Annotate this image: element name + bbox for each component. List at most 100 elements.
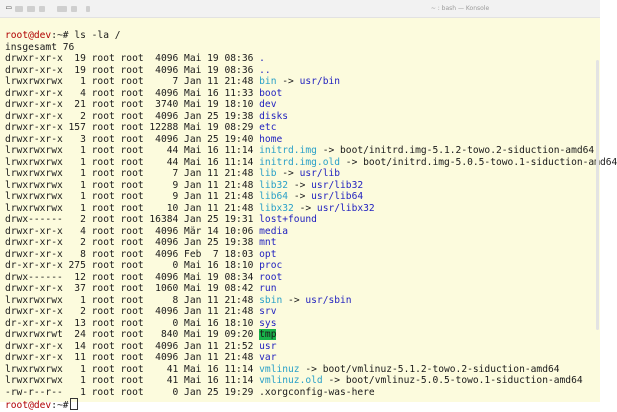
listing: drwxr-xr-x 19 root root 4096 Mai 19 08:3… — [5, 53, 617, 399]
entry-meta: drwxr-xr-x 3 root root 4096 Jan 25 19:40 — [5, 133, 260, 145]
entry-meta: drwxr-xr-x 157 root root 12288 Mai 19 08… — [5, 122, 260, 133]
listing-row: lrwxrwxrwx 1 root root 8 Jan 11 21:48 sb… — [5, 295, 600, 307]
link-target: usr/libx32 — [316, 202, 375, 214]
entry-name: srv — [259, 306, 277, 317]
entry-meta: drwxr-xr-x 2 root root 4096 Jan 11 21:48 — [5, 306, 260, 317]
entry-name: .. — [259, 64, 271, 76]
entry-name: dev — [259, 99, 277, 110]
entry-name: sys — [259, 317, 277, 329]
entry-name: lib — [259, 168, 277, 179]
link-arrow: -> — [299, 363, 323, 375]
entry-meta: drwxr-xr-x 4 root root 4096 Mai 16 11:33 — [5, 87, 260, 99]
entry-meta: drwxr-xr-x 2 root root 4096 Jan 25 19:38 — [5, 237, 260, 248]
entry-name: initrd.img — [259, 145, 317, 156]
listing-row: drwxr-xr-x 2 root root 4096 Jan 25 19:38… — [5, 237, 600, 249]
link-arrow: -> — [293, 202, 317, 214]
listing-row: drwxr-xr-x 157 root root 12288 Mai 19 08… — [5, 122, 600, 134]
link-target: boot/initrd.img-5.1.2-towo.2-siduction-a… — [340, 145, 595, 156]
listing-row: lrwxrwxrwx 1 root root 9 Jan 11 21:48 li… — [5, 191, 600, 203]
toolbar: ▭ — [0, 0, 91, 17]
listing-row: drwxr-xr-x 2 root root 4096 Jan 11 21:48… — [5, 306, 600, 318]
listing-row: lrwxrwxrwx 1 root root 44 Mai 16 11:14 i… — [5, 156, 617, 169]
entry-meta: dr-xr-xr-x 275 root root 0 Mai 16 18:10 — [5, 260, 260, 271]
link-arrow: -> — [316, 145, 341, 156]
listing-row: dr-xr-xr-x 13 root root 0 Mai 16 18:10 s… — [5, 318, 600, 330]
menu-button[interactable] — [86, 5, 91, 12]
entry-meta: drwxr-xr-x 8 root root 4096 Feb 7 18:03 — [5, 248, 260, 260]
listing-row: drwxr-xr-x 19 root root 4096 Mai 19 08:3… — [5, 53, 600, 65]
listing-row: lrwxrwxrwx 1 root root 7 Jan 11 21:48 bi… — [5, 76, 600, 88]
link-target: boot/vmlinuz-5.1.2-towo.2-siduction-amd6… — [322, 363, 560, 375]
entry-name: usr — [259, 340, 277, 352]
listing-row: lrwxrwxrwx 1 root root 44 Mai 16 11:14 i… — [5, 145, 600, 157]
entry-meta: drwxr-xr-x 11 root root 4096 Jan 11 21:4… — [5, 352, 260, 363]
entry-meta: drwxr-xr-x 19 root root 4096 Mai 19 08:3… — [5, 53, 260, 64]
title-bar: ▭ ~ : bash — Konsole — [0, 0, 600, 18]
listing-row: drwxr-xr-x 4 root root 4096 Mär 14 10:06… — [5, 226, 600, 238]
link-target: usr/lib64 — [311, 191, 364, 202]
listing-row: drwxr-xr-x 4 root root 4096 Mai 16 11:33… — [5, 88, 600, 100]
entry-meta: lrwxrwxrwx 1 root root 10 Jan 11 21:48 — [5, 202, 260, 214]
paste-button[interactable] — [57, 5, 68, 12]
link-arrow: -> — [276, 76, 300, 87]
listing-row: lrwxrwxrwx 1 root root 41 Mai 16 11:14 v… — [5, 375, 600, 387]
listing-row: drwxrwxrwt 24 root root 840 Mai 19 09:20… — [5, 329, 600, 341]
entry-name: mnt — [259, 237, 277, 248]
entry-meta: lrwxrwxrwx 1 root root 9 Jan 11 21:48 — [5, 179, 260, 191]
entry-meta: lrwxrwxrwx 1 root root 7 Jan 11 21:48 — [5, 168, 260, 179]
link-arrow: -> — [340, 156, 364, 168]
listing-row: dr-xr-xr-x 275 root root 0 Mai 16 18:10 … — [5, 260, 600, 272]
find-button[interactable] — [71, 5, 78, 12]
entry-name: opt — [259, 248, 277, 260]
entry-name: media — [259, 225, 289, 237]
scrollbar[interactable] — [596, 60, 599, 330]
entry-meta: drwx------ 12 root root 4096 Mai 19 08:3… — [5, 271, 260, 283]
listing-row: drwxr-xr-x 2 root root 4096 Jan 25 19:38… — [5, 111, 600, 123]
listing-row: lrwxrwxrwx 1 root root 10 Jan 11 21:48 l… — [5, 203, 600, 215]
listing-row: lrwxrwxrwx 1 root root 41 Mai 16 11:14 v… — [5, 364, 600, 376]
link-target: usr/lib32 — [311, 179, 364, 191]
entry-meta: drwx------ 2 root root 16384 Jan 25 19:3… — [5, 214, 260, 225]
entry-meta: drwxr-xr-x 19 root root 4096 Mai 19 08:3… — [5, 64, 260, 76]
listing-row: drwxr-xr-x 8 root root 4096 Feb 7 18:03 … — [5, 249, 600, 261]
entry-meta: drwxr-xr-x 2 root root 4096 Jan 25 19:38 — [5, 110, 260, 122]
entry-name: . — [259, 53, 265, 64]
link-target: usr/bin — [299, 76, 341, 87]
entry-name: run — [259, 283, 277, 294]
listing-row: drwxr-xr-x 19 root root 4096 Mai 19 08:3… — [5, 65, 600, 77]
link-target: boot/initrd.img-5.0.5-towo.1-siduction-a… — [363, 156, 617, 168]
entry-meta: drwxrwxrwt 24 root root 840 Mai 19 09:20 — [5, 329, 260, 340]
link-arrow: -> — [288, 191, 312, 202]
listing-row: lrwxrwxrwx 1 root root 7 Jan 11 21:48 li… — [5, 168, 600, 180]
entry-name: initrd.img.old — [259, 156, 341, 168]
total-line: insgesamt 76 — [5, 41, 75, 53]
link-target: usr/lib — [299, 168, 341, 179]
link-arrow: -> — [288, 179, 312, 191]
entry-name: libx32 — [259, 202, 294, 214]
copy-button[interactable] — [39, 5, 46, 12]
entry-meta: lrwxrwxrwx 1 root root 41 Mai 16 11:14 — [5, 375, 260, 386]
entry-meta: drwxr-xr-x 14 root root 4096 Jan 11 21:5… — [5, 340, 260, 352]
entry-name: vmlinuz — [259, 363, 300, 375]
entry-name: lib32 — [259, 179, 289, 191]
listing-row: drwx------ 12 root root 4096 Mai 19 08:3… — [5, 272, 600, 284]
command-text: ls -la / — [68, 30, 121, 41]
prompt-user-host: root@dev — [5, 400, 52, 411]
terminal-output[interactable]: root@dev:~# ls -la / insgesamt 76 drwxr-… — [0, 18, 617, 411]
entry-meta: lrwxrwxrwx 1 root root 8 Jan 11 21:48 — [5, 294, 260, 306]
entry-name: bin — [259, 76, 277, 87]
new-tab-button[interactable] — [15, 5, 24, 12]
link-target: usr/sbin — [305, 294, 352, 306]
entry-name: proc — [259, 260, 283, 271]
listing-row: -rw-r--r-- 1 root root 0 Jan 25 19:29 .x… — [5, 387, 600, 399]
prompt-line[interactable]: root@dev:~# — [5, 398, 600, 411]
entry-name: lib64 — [259, 191, 289, 202]
entry-name: lost+found — [259, 214, 317, 225]
entry-meta: -rw-r--r-- 1 root root 0 Jan 25 19:29 — [5, 386, 260, 398]
terminal-app-icon[interactable]: ▭ — [6, 3, 12, 13]
listing-row: drwxr-xr-x 14 root root 4096 Jan 11 21:5… — [5, 341, 600, 353]
split-view-button[interactable] — [27, 5, 36, 12]
entry-meta: lrwxrwxrwx 1 root root 44 Mai 16 11:14 — [5, 156, 260, 168]
prompt-path: :~# — [51, 400, 69, 411]
entry-name: home — [259, 133, 283, 145]
